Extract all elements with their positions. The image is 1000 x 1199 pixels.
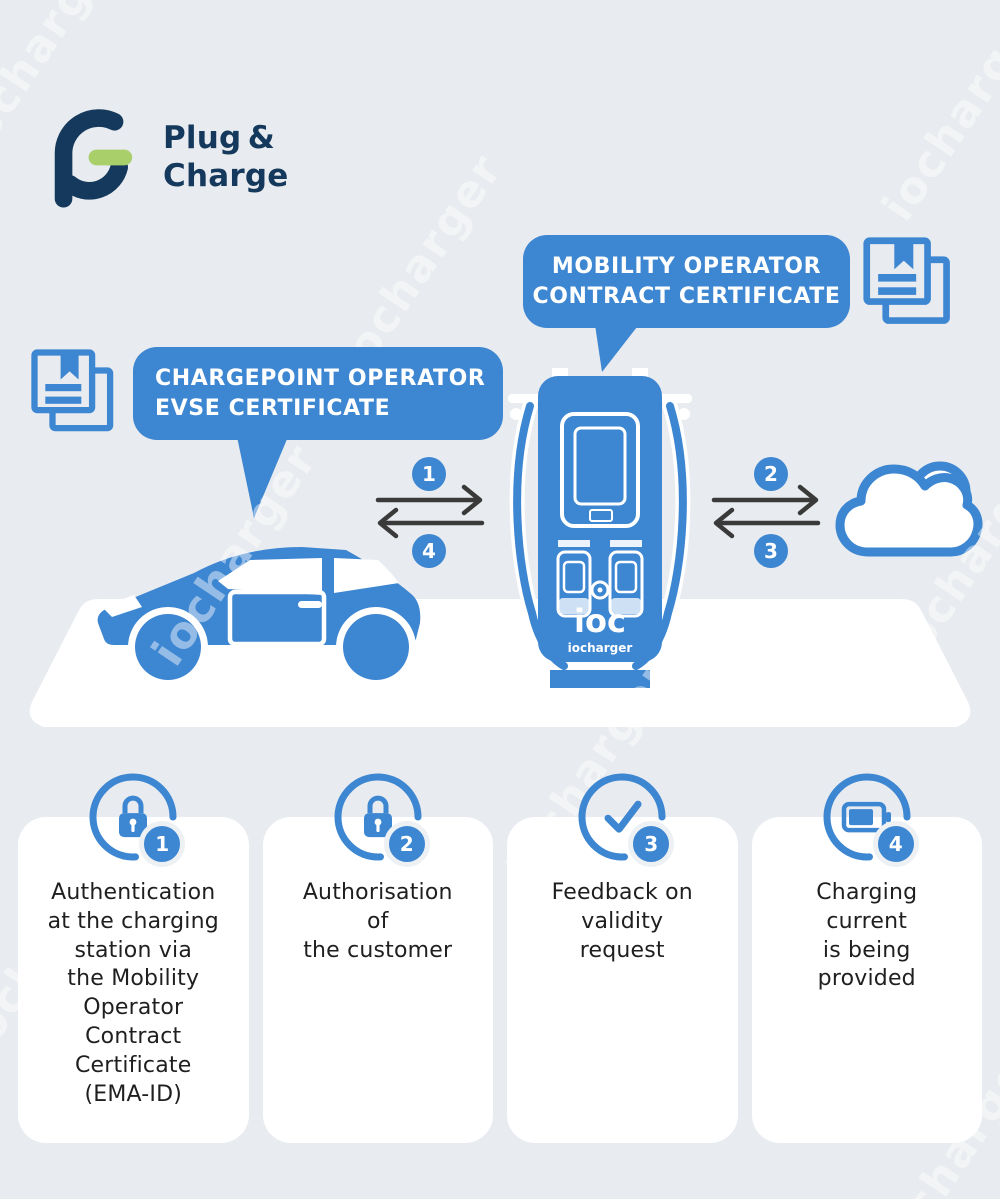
step-badge-3: 3 xyxy=(628,821,675,867)
step-description-3: Feedback on validity request xyxy=(551,880,693,963)
step-icon-4: 4 xyxy=(823,773,919,867)
step-description-4: Charging current is being provided xyxy=(816,880,918,992)
exchange-arrows xyxy=(375,484,821,539)
step-number-3: 3 xyxy=(754,534,788,568)
certificate-icon xyxy=(35,353,111,429)
lock-icon xyxy=(119,795,148,838)
step-number-2: 2 xyxy=(754,457,788,491)
brand-name-line1: Plug & xyxy=(163,119,276,156)
step-badge-1: 1 xyxy=(139,821,186,867)
car-illustration xyxy=(97,547,421,687)
icon-ring xyxy=(89,773,177,861)
station-brand-text: iocharger xyxy=(568,641,633,655)
chargepoint-operator-bubble: CHARGEPOINT OPERATOR EVSE CERTIFICATE xyxy=(133,347,503,440)
step-description-2: Authorisation of the customer xyxy=(302,880,453,963)
brand-name-line2: Charge xyxy=(163,158,289,194)
lock-icon xyxy=(363,795,392,838)
mobility-operator-bubble: MOBILITY OPERATOR CONTRACT CERTIFICATE xyxy=(523,235,850,328)
plug-and-charge-logo-icon xyxy=(54,109,133,208)
arrowhead-icon xyxy=(713,507,735,539)
step-description-1: Authentication at the charging station v… xyxy=(47,880,219,1107)
step-icon-2: 2 xyxy=(334,773,430,867)
step-card-3: 3 Feedback on validity request xyxy=(507,773,738,1143)
step-card-1: 1 Authentication at the charging station… xyxy=(18,773,249,1143)
icon-ring xyxy=(334,773,422,861)
steps-card-row: 1 Authentication at the charging station… xyxy=(18,773,982,1143)
station-logo-text: ioc xyxy=(574,602,626,640)
charging-station-illustration: ioc iocharger xyxy=(508,368,692,688)
arrowhead-icon xyxy=(461,484,483,516)
icon-ring xyxy=(578,773,666,861)
certificate-icon xyxy=(867,241,947,321)
step-number-4: 4 xyxy=(412,534,446,568)
step-card-4: 4 Charging current is being provided xyxy=(751,773,982,1143)
step-number-1: 1 xyxy=(412,457,446,491)
chargepoint-bubble-tail xyxy=(236,432,290,518)
brand-name: Plug & Charge xyxy=(163,119,288,196)
step-badge-4: 4 xyxy=(872,821,919,867)
plug-and-charge-logo: Plug & Charge xyxy=(45,106,288,208)
arrowhead-icon xyxy=(377,507,399,539)
icon-ring xyxy=(823,773,911,861)
check-icon xyxy=(604,800,642,833)
cloud-icon xyxy=(835,461,983,557)
step-card-2: 2 Authorisation of the customer xyxy=(262,773,493,1143)
arrowhead-icon xyxy=(797,484,819,516)
step-badge-2: 2 xyxy=(383,821,430,867)
mobility-bubble-tail xyxy=(594,318,644,372)
step-icon-1: 1 xyxy=(89,773,186,867)
battery-icon xyxy=(841,801,891,833)
step-icon-3: 3 xyxy=(578,773,675,867)
